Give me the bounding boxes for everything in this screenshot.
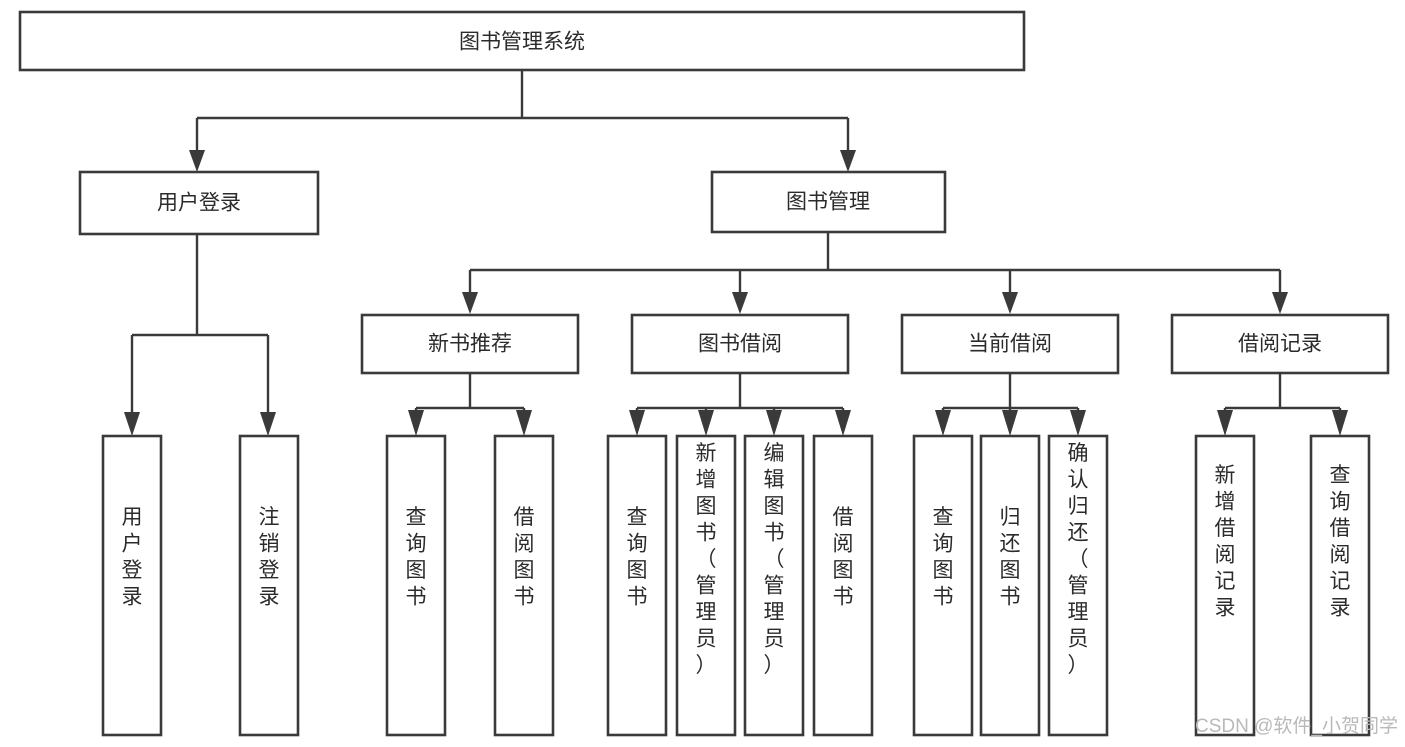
- node-leaf-borrow-book-2[interactable]: 借阅图书: [812, 434, 874, 737]
- node-leaf-add-record[interactable]: 新增借阅记录: [1194, 434, 1256, 737]
- node-leaf-return-book[interactable]: 归还图书: [979, 434, 1041, 737]
- arrow-leaf-add-book-icon: [698, 410, 714, 436]
- connector-layer: [124, 70, 1348, 436]
- node-leaf-query-record-box[interactable]: [1309, 434, 1371, 737]
- node-leaf-confirm-return-box[interactable]: [1047, 434, 1109, 737]
- node-leaf-user-login-box[interactable]: [101, 434, 163, 737]
- node-new-book-rec-label: 新书推荐: [428, 333, 512, 356]
- node-leaf-query-book-3-box[interactable]: [912, 434, 974, 737]
- arrow-to-borrow-record-icon: [1272, 292, 1288, 314]
- node-leaf-query-book-1[interactable]: 查询图书: [385, 434, 447, 737]
- arrow-leaf-borrow-book-1-icon: [516, 410, 532, 436]
- node-leaf-query-book-2-box[interactable]: [606, 434, 668, 737]
- node-leaf-borrow-book-1[interactable]: 借阅图书: [493, 434, 555, 737]
- node-leaf-add-book-box[interactable]: [675, 434, 737, 737]
- node-root-label: 图书管理系统: [459, 31, 585, 54]
- node-leaf-add-record-box[interactable]: [1194, 434, 1256, 737]
- node-book-borrow-box[interactable]: [630, 313, 850, 375]
- node-leaf-query-book-3[interactable]: 查询图书: [912, 434, 974, 737]
- node-book-manage-box[interactable]: [710, 170, 947, 234]
- node-root[interactable]: 图书管理系统: [18, 10, 1026, 72]
- arrow-leaf-add-record-icon: [1217, 410, 1233, 436]
- node-current-borrow-box[interactable]: [900, 313, 1120, 375]
- node-leaf-edit-book[interactable]: 编辑图书（管理员）: [743, 434, 805, 737]
- node-book-borrow[interactable]: 图书借阅: [630, 313, 850, 375]
- node-leaf-query-book-3-label: 查询图书: [933, 506, 954, 609]
- node-leaf-borrow-book-2-label: 借阅图书: [833, 506, 854, 609]
- node-leaf-query-book-1-box[interactable]: [385, 434, 447, 737]
- node-root-box[interactable]: [18, 10, 1026, 72]
- arrow-leaf-query-book-1-icon: [408, 410, 424, 436]
- node-leaf-return-book-label: 归还图书: [1000, 506, 1021, 609]
- node-leaf-query-book-1-label: 查询图书: [406, 506, 427, 609]
- arrow-to-current-borrow-icon: [1002, 292, 1018, 314]
- node-current-borrow-label: 当前借阅: [968, 333, 1052, 356]
- node-book-manage-label: 图书管理: [786, 191, 870, 214]
- node-leaf-user-logout-box[interactable]: [238, 434, 300, 737]
- node-borrow-record-label: 借阅记录: [1238, 333, 1322, 356]
- node-book-manage[interactable]: 图书管理: [710, 170, 947, 234]
- arrow-leaf-edit-book-icon: [766, 410, 782, 436]
- node-leaf-user-logout-label: 注销登录: [259, 506, 280, 609]
- node-borrow-record[interactable]: 借阅记录: [1170, 313, 1390, 375]
- node-current-borrow[interactable]: 当前借阅: [900, 313, 1120, 375]
- node-book-borrow-label: 图书借阅: [698, 333, 782, 356]
- node-new-book-rec-box[interactable]: [360, 313, 580, 375]
- node-new-book-rec[interactable]: 新书推荐: [360, 313, 580, 375]
- node-leaf-add-book[interactable]: 新增图书（管理员）: [675, 434, 737, 737]
- node-leaf-confirm-return-label: 确认归还（管理员）: [1068, 442, 1089, 677]
- node-leaf-confirm-return[interactable]: 确认归还（管理员）: [1047, 434, 1109, 737]
- arrow-to-new-book-rec-icon: [462, 292, 478, 314]
- arrow-leaf-confirm-return-icon: [1070, 410, 1086, 436]
- arrow-leaf-query-book-2-icon: [629, 410, 645, 436]
- arrow-leaf-return-book-icon: [1002, 410, 1018, 436]
- node-leaf-query-book-2-label: 查询图书: [627, 506, 648, 609]
- arrow-to-user-login-icon: [189, 150, 205, 172]
- node-leaf-borrow-book-1-box[interactable]: [493, 434, 555, 737]
- watermark-label: CSDN @软件_小贺同学: [1195, 715, 1398, 737]
- arrow-leaf-user-login-icon: [124, 412, 140, 436]
- node-leaf-return-book-box[interactable]: [979, 434, 1041, 737]
- arrow-to-book-manage-icon: [840, 150, 856, 172]
- node-leaf-add-record-label: 新增借阅记录: [1215, 464, 1236, 620]
- node-leaf-add-book-label: 新增图书（管理员）: [696, 442, 717, 677]
- node-leaf-edit-book-label: 编辑图书（管理员）: [764, 442, 785, 677]
- node-user-login-label: 用户登录: [157, 192, 241, 215]
- node-leaf-borrow-book-1-label: 借阅图书: [514, 506, 535, 609]
- arrow-to-book-borrow-icon: [732, 292, 748, 314]
- node-user-login-box[interactable]: [78, 170, 320, 236]
- node-leaf-query-book-2[interactable]: 查询图书: [606, 434, 668, 737]
- node-leaf-borrow-book-2-box[interactable]: [812, 434, 874, 737]
- node-leaf-query-record-label: 查询借阅记录: [1330, 464, 1351, 620]
- arrow-leaf-query-record-icon: [1332, 410, 1348, 436]
- node-borrow-record-box[interactable]: [1170, 313, 1390, 375]
- node-leaf-query-record[interactable]: 查询借阅记录: [1309, 434, 1371, 737]
- arrow-leaf-query-book-3-icon: [935, 410, 951, 436]
- arrow-leaf-user-logout-icon: [260, 412, 276, 436]
- node-user-login[interactable]: 用户登录: [78, 170, 320, 236]
- node-leaf-user-logout[interactable]: 注销登录: [238, 434, 300, 737]
- node-leaf-user-login-label: 用户登录: [122, 506, 143, 609]
- node-leaf-edit-book-box[interactable]: [743, 434, 805, 737]
- arrow-leaf-borrow-book-2-icon: [835, 410, 851, 436]
- node-leaf-user-login[interactable]: 用户登录: [101, 434, 163, 737]
